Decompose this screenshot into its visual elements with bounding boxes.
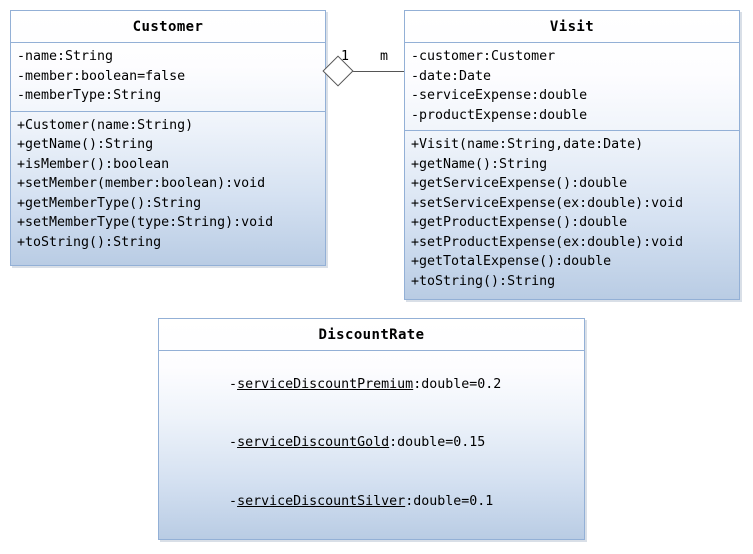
attribute-row: -name:String <box>17 49 114 64</box>
operation-row: +getTotalExpense():double <box>411 254 612 269</box>
attribute-row: -serviceDiscountGold:double=0.15 <box>159 414 584 473</box>
visibility-sign: - <box>229 435 238 450</box>
attributes-compartment-customer: -name:String -member:boolean=false -memb… <box>11 43 325 111</box>
attribute-row: -serviceExpense:double <box>411 88 588 103</box>
uml-class-visit[interactable]: Visit -customer:Customer -date:Date -ser… <box>404 10 740 300</box>
member-type: :double=0.15 <box>389 435 486 450</box>
uml-class-discountrate[interactable]: DiscountRate -serviceDiscountPremium:dou… <box>158 318 585 540</box>
class-title-customer: Customer <box>11 11 325 43</box>
attribute-row: -productExpense:double <box>411 107 588 123</box>
operation-row: +setMember(member:boolean):void <box>17 176 266 191</box>
multiplicity-label-target: m <box>380 49 389 64</box>
operation-row: +toString():String <box>17 234 162 250</box>
operation-row: +isMember():boolean <box>17 156 170 172</box>
attributes-compartment-discountrate: -serviceDiscountPremium:double=0.2 -serv… <box>159 351 584 540</box>
operation-row: +toString():String <box>411 273 556 289</box>
operation-row: +Customer(name:String) <box>17 117 194 133</box>
operations-compartment-customer: +Customer(name:String) +getName():String… <box>11 110 325 258</box>
member-type: :double=0.1 <box>405 493 494 509</box>
attribute-row: -date:Date <box>411 68 492 84</box>
attribute-row: -productDiscountPremium:double=0.1 <box>159 531 584 540</box>
class-title-discountrate: DiscountRate <box>159 319 584 351</box>
visibility-sign: - <box>229 493 238 509</box>
operation-row: +setProductExpense(ex:double):void <box>411 234 684 250</box>
operation-row: +getServiceExpense():double <box>411 176 628 191</box>
member-name: serviceDiscountGold <box>237 435 390 450</box>
operation-row: +getMemberType():String <box>17 195 202 211</box>
visibility-sign: - <box>229 376 238 392</box>
operation-row: +setMemberType(type:String):void <box>17 215 274 230</box>
attribute-row: -customer:Customer <box>411 49 556 64</box>
operation-row: +getName():String <box>17 137 154 152</box>
association-line-customer-visit <box>348 71 404 72</box>
member-name: serviceDiscountSilver <box>237 493 406 509</box>
attribute-row: -serviceDiscountPremium:double=0.2 <box>159 355 584 414</box>
operation-row: +getName():String <box>411 156 548 172</box>
uml-class-customer[interactable]: Customer -name:String -member:boolean=fa… <box>10 10 326 266</box>
attributes-compartment-visit: -customer:Customer -date:Date -serviceEx… <box>405 43 739 130</box>
operations-compartment-visit: +Visit(name:String,date:Date) +getName()… <box>405 130 739 296</box>
operation-row: +getProductExpense():double <box>411 215 628 230</box>
attribute-row: -member:boolean=false <box>17 68 186 84</box>
member-type: :double=0.2 <box>413 376 502 392</box>
multiplicity-label-source: 1 <box>341 49 350 64</box>
member-name: serviceDiscountPremium <box>237 376 414 392</box>
operation-row: +Visit(name:String,date:Date) <box>411 137 644 152</box>
attribute-row: -serviceDiscountSilver:double=0.1 <box>159 472 584 531</box>
operation-row: +setServiceExpense(ex:double):void <box>411 195 684 211</box>
attribute-row: -memberType:String <box>17 88 162 103</box>
class-title-visit: Visit <box>405 11 739 43</box>
